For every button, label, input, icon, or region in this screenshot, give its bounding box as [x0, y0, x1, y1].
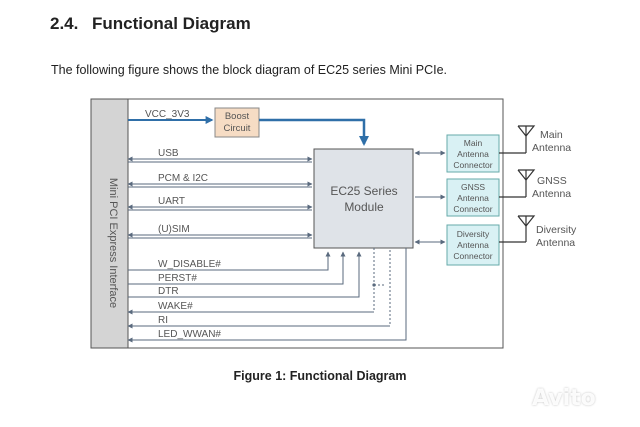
usim-label: (U)SIM [158, 224, 190, 235]
usb-label: USB [158, 148, 179, 159]
intro-paragraph: The following figure shows the block dia… [51, 63, 448, 77]
diagram-frame [90, 98, 504, 349]
gnss-conn-l3: Connector [453, 204, 492, 214]
main-antenna-connector: Main Antenna Connector [446, 134, 500, 173]
section-heading: 2.4. Functional Diagram [50, 14, 251, 34]
ec25-module-box [313, 148, 414, 249]
main-conn-l2: Antenna [457, 149, 489, 159]
interface-label: Mini PCI Express Interface [107, 178, 119, 308]
main-conn-l3: Connector [453, 160, 492, 170]
ri-label: RI [158, 315, 168, 326]
gnss-antenna-l2: Antenna [532, 188, 571, 200]
div-conn-l1: Diversity [457, 229, 490, 239]
section-number: 2.4. [50, 14, 79, 33]
figure-caption: Figure 1: Functional Diagram [233, 369, 407, 383]
wake-label: WAKE# [158, 301, 193, 312]
boost-circuit-box [214, 107, 260, 138]
perst-label: PERST# [158, 273, 197, 284]
gnss-antenna-connector: GNSS Antenna Connector [446, 178, 500, 217]
module-label-2: Module [344, 200, 384, 214]
led-wwan-label: LED_WWAN# [158, 329, 221, 340]
gnss-conn-l2: Antenna [457, 193, 489, 203]
main-antenna-l2: Antenna [532, 142, 571, 154]
vcc-label: VCC_3V3 [145, 109, 190, 120]
watermark-logo: Avito [532, 386, 596, 411]
boost-to-module-line [259, 118, 369, 146]
boost-label-1: Boost [225, 111, 250, 122]
section-title: Functional Diagram [92, 14, 251, 33]
gnss-conn-l1: GNSS [461, 182, 485, 192]
diversity-antenna-connector: Diversity Antenna Connector [446, 224, 500, 266]
div-antenna-l2: Antenna [536, 237, 575, 249]
uart-label: UART [158, 196, 185, 207]
div-conn-l3: Connector [453, 251, 492, 261]
div-conn-l2: Antenna [457, 240, 489, 250]
boost-label-2: Circuit [224, 123, 251, 134]
div-antenna-l1: Diversity [536, 224, 577, 236]
dtr-label: DTR [158, 286, 179, 297]
interface-bar [90, 98, 129, 349]
gnss-antenna-l1: GNSS [537, 175, 567, 187]
main-antenna-l1: Main [540, 129, 563, 141]
module-label-1: EC25 Series [330, 184, 397, 198]
pcm-label: PCM & I2C [158, 173, 208, 184]
w-disable-label: W_DISABLE# [158, 259, 221, 270]
main-conn-l1: Main [464, 138, 483, 148]
